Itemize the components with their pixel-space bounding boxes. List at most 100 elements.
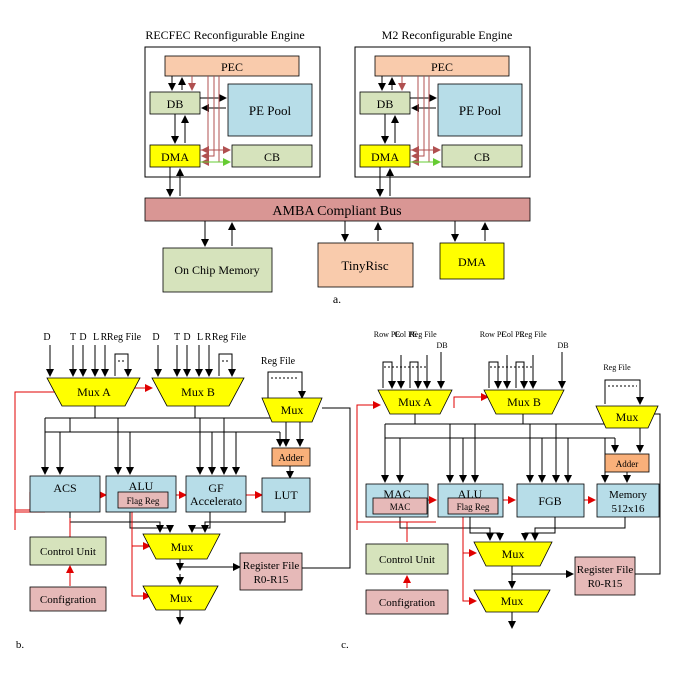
mux-right-b: [261, 397, 323, 423]
on-chip-memory-label: On Chip Memory: [174, 263, 259, 277]
bus-connectors: [166, 167, 489, 247]
flag-reg-label: Flag Reg: [457, 502, 490, 512]
recfec-cb-label: CB: [264, 150, 280, 164]
recfec-cb-block: [231, 144, 313, 168]
amba-bus-label: AMBA Compliant Bus: [272, 204, 401, 219]
mac-inner-block: [372, 497, 428, 515]
recfec-pe-pool-block: [227, 83, 313, 137]
reg-file-label: Reg File: [603, 363, 631, 372]
m2-cb-label: CB: [474, 150, 490, 164]
adder-label: Adder: [279, 453, 305, 464]
input-label: Row PE: [480, 330, 507, 339]
mux-b-c: [483, 389, 565, 415]
register-file-line1: Register File: [243, 560, 300, 572]
figure-b-input-labels: D T D L R Reg File D T D L R Reg File Re…: [43, 332, 295, 367]
mux-a-c: [377, 389, 453, 415]
mux-bottom-b: [142, 585, 219, 611]
input-label: D: [152, 332, 159, 343]
figure-c-control-wires: [356, 393, 596, 605]
figure-a: RECFEC Reconfigurable Engine PEC DB PE P…: [144, 28, 531, 306]
m2-db-label: DB: [377, 97, 394, 111]
m2-engine-frame: [354, 46, 531, 178]
input-label: R: [101, 332, 108, 343]
alu-label: ALU: [129, 479, 154, 493]
mac-label: MAC: [383, 487, 410, 501]
adder-block: [271, 447, 311, 467]
control-unit-label: Control Unit: [40, 546, 96, 558]
mux-bottom-label: Mux: [170, 591, 193, 605]
control-unit-block: [365, 543, 449, 575]
m2-engine: M2 Reconfigurable Engine PEC DB PE Pool …: [354, 28, 531, 178]
acs-block: [29, 475, 101, 513]
input-label: Reg File: [519, 330, 547, 339]
control-unit-block: [29, 536, 107, 566]
m2-dma-label: DMA: [371, 150, 399, 164]
input-label: Reg File: [107, 332, 142, 343]
memory-block: [596, 483, 660, 518]
recfec-engine-frame: [144, 46, 321, 178]
input-label: DB: [436, 341, 447, 350]
input-label: Col PE: [502, 330, 525, 339]
mux-a-label: Mux A: [398, 395, 432, 409]
mux-b-b: [151, 377, 245, 407]
input-label: DB: [557, 341, 568, 350]
mux-a-label: Mux A: [77, 385, 111, 399]
on-chip-memory-block: [162, 247, 273, 293]
reg-file-label: Reg File: [261, 356, 296, 367]
m2-dma-block: [359, 144, 411, 168]
fgb-label: FGB: [538, 494, 561, 508]
recfec-pec-block: [164, 55, 300, 77]
fgb-block: [516, 483, 585, 518]
mux-right-c: [595, 405, 659, 429]
recfec-db-label: DB: [167, 97, 184, 111]
recfec-connectors: [168, 76, 231, 166]
memory-line2: 512x16: [612, 503, 646, 515]
figure-b: D T D L R Reg File D T D L R Reg File Re…: [14, 332, 351, 651]
figure-c-input-labels: Row PE Col PE Reg File DB Row PE Col PE …: [374, 330, 631, 372]
register-file-line2: R0-R15: [254, 574, 289, 586]
mac-inner-label: MAC: [390, 502, 411, 512]
control-unit-label: Control Unit: [379, 554, 435, 566]
input-label: T: [70, 332, 76, 343]
input-label: L: [197, 332, 203, 343]
mux-b-label: Mux B: [507, 395, 541, 409]
input-label: R: [205, 332, 212, 343]
m2-engine-title: M2 Reconfigurable Engine: [382, 28, 513, 42]
acs-label: ACS: [53, 481, 76, 495]
input-label: T: [174, 332, 180, 343]
input-label: D: [79, 332, 86, 343]
configration-label: Configration: [379, 597, 436, 609]
alu-label: ALU: [458, 487, 483, 501]
flag-reg-block: [447, 497, 499, 515]
configration-block: [365, 589, 449, 615]
mux-mid-b: [142, 533, 221, 560]
m2-pe-pool-block: [437, 83, 523, 137]
figure-a-caption: a.: [333, 292, 341, 306]
input-label: D: [183, 332, 190, 343]
register-file-line2: R0-R15: [588, 578, 623, 590]
amba-bus: [144, 197, 531, 222]
figure-c-wires: [381, 352, 661, 629]
m2-connectors: [378, 76, 441, 166]
tinyrisc-label: TinyRisc: [341, 258, 388, 273]
adder-label: Adder: [616, 459, 639, 469]
gf-label-line2: Accelerato: [190, 494, 242, 508]
mux-mid-label: Mux: [502, 547, 525, 561]
configration-label: Configration: [40, 594, 97, 606]
recfec-engine-title: RECFEC Reconfigurable Engine: [145, 28, 304, 42]
input-label: L: [93, 332, 99, 343]
input-label: Col PE: [395, 330, 418, 339]
lut-block: [261, 477, 311, 513]
recfec-dma-label: DMA: [161, 150, 189, 164]
bus-dma-block: [439, 242, 505, 280]
figure-c: Row PE Col PE Reg File DB Row PE Col PE …: [341, 330, 661, 651]
mux-bottom-c: [473, 589, 551, 613]
mux-mid-label: Mux: [171, 540, 194, 554]
recfec-dma-block: [149, 144, 201, 168]
figure-b-wires: [41, 345, 351, 625]
register-file-block: [239, 552, 303, 591]
m2-cb-block: [441, 144, 523, 168]
flag-reg-label: Flag Reg: [127, 496, 160, 506]
input-label: Reg File: [212, 332, 247, 343]
m2-pec-label: PEC: [431, 60, 453, 74]
